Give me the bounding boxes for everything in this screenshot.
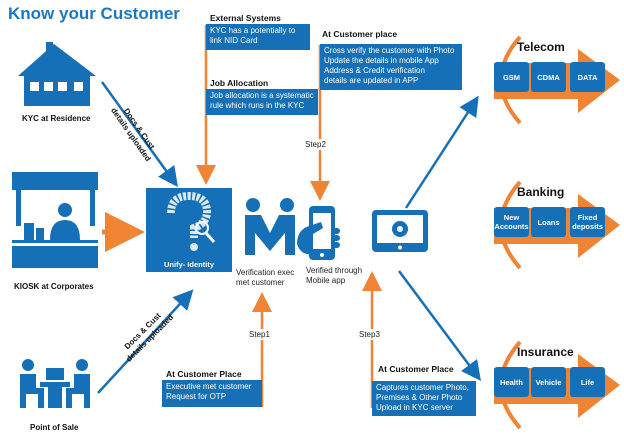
job-allocation-box: Job allocation is a systematic rule whic… [206,89,318,115]
tablet-camera-icon [372,210,428,252]
sector-item: GSM [494,62,529,92]
verification-line2: met customer [236,278,285,287]
arrow-residence-to-hub [100,81,178,188]
step1-box: Executive met customer Request for OTP [162,380,262,407]
page-title: Know your Customer [8,4,180,23]
sector-item: Life [570,367,605,397]
sector-item: Loans [531,207,566,237]
step2-heading: At Customer place [322,29,398,39]
step3-box: Captures customer Photo, Premises & Othe… [372,381,476,416]
step1-line: Request for OTP [166,392,227,401]
source-kiosk-label: KIOSK at Corporates [14,282,94,291]
arrow-tablet-to-telecom [404,95,479,209]
sector-title: Banking [517,185,565,199]
house-icon [18,42,96,106]
external-systems-box: KYC has a potentially to link NID Card [206,24,310,50]
kiosk-icon [12,172,98,268]
sector-title: Telecom [517,40,565,54]
sector-item: DATA [570,62,605,92]
mobile-label: Verified through Mobile app [306,266,362,286]
step3-line: Captures customer Photo, [376,383,469,392]
step1-line: Executive met customer [166,382,252,391]
source-pos-label: Point of Sale [30,423,79,432]
unify-identity-hub: Unify- Identity [146,188,232,272]
step1-label: Step1 [249,329,270,340]
step2-line: Update the details in mobile App [324,56,439,65]
step2-line: Cross verify the customer with Photo [324,46,455,55]
sector-item: CDMA [531,62,566,92]
arrow-pos-to-hub [97,289,194,394]
step2-line: details are updated in APP [324,76,419,85]
external-systems-heading: External Systems [210,13,281,23]
mobile-line2: Mobile app [306,276,346,285]
sector-item: Fixed deposits [570,207,605,237]
step1-heading: At Customer Place [166,369,242,379]
job-allocation-heading: Job Allocation [210,78,269,88]
sector-item: Health [494,367,529,397]
verification-label: Verification exec met customer [236,268,294,288]
sector-title: Insurance [517,345,574,359]
step3-heading: At Customer Place [378,364,454,374]
verification-line1: Verification exec [236,268,295,277]
step2-label: Step2 [305,139,326,150]
step3-line: Premises & Other Photo [376,393,463,402]
step3-line: Upload in KYC server [376,403,453,412]
step3-label: Step3 [359,329,380,340]
sector-item: New Accounts [494,207,529,237]
source-residence-label: KYC at Residence [22,114,91,123]
point-of-sale-icon [20,359,90,408]
mobile-phone-icon [297,206,340,260]
handshake-icon [245,198,295,255]
arrow-tablet-to-insurance [397,270,481,382]
sector-item: Vehicle [531,367,566,397]
step2-box: Cross verify the customer with Photo Upd… [320,44,462,90]
question-search-icon [167,191,216,251]
mobile-line1: Verified through [306,266,363,275]
hub-label: Unify- Identity [164,260,214,269]
step2-line: Address & Credit verification [324,66,425,75]
